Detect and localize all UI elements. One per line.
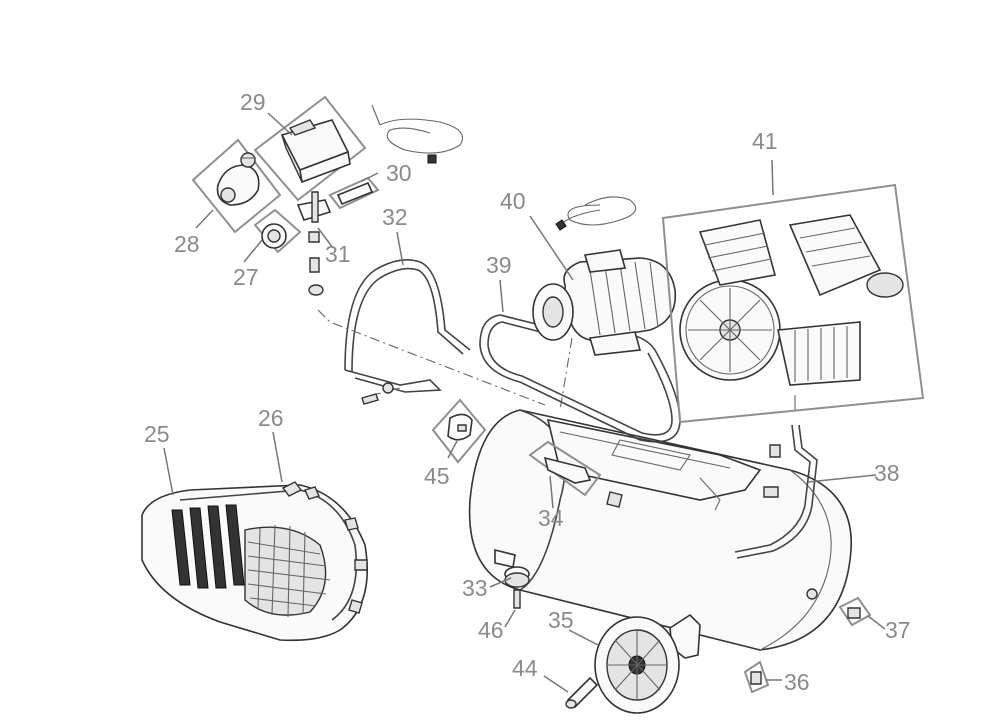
part-number-31: 31 — [325, 241, 351, 267]
part-number-37: 37 — [885, 617, 911, 643]
part-number-36: 36 — [784, 669, 810, 695]
small-parts — [361, 382, 872, 714]
assembly-lines — [317, 309, 573, 411]
belt-guard-25-26 — [141, 481, 368, 642]
part-number-26: 26 — [258, 405, 284, 431]
part-number-30: 30 — [386, 160, 412, 186]
part-number-38: 38 — [874, 460, 900, 486]
part-number-41: 41 — [752, 128, 778, 154]
part-number-46: 46 — [478, 617, 504, 643]
part-number-33: 33 — [462, 575, 488, 601]
pressure-switch-group — [191, 95, 464, 296]
part-number-25: 25 — [144, 421, 170, 447]
part-number-40: 40 — [500, 188, 526, 214]
part-number-29: 29 — [240, 89, 266, 115]
part-number-39: 39 — [486, 252, 512, 278]
part-number-45: 45 — [424, 463, 450, 489]
part-numbers: 25 26 27 28 29 30 31 32 33 34 35 36 37 3… — [144, 89, 911, 695]
pipe-38 — [734, 424, 818, 559]
part-number-27: 27 — [233, 264, 259, 290]
compressor-pump-41 — [661, 183, 925, 424]
handle-32 — [344, 259, 471, 393]
delivery-pipe-39 — [479, 314, 681, 443]
motor-40 — [532, 196, 677, 356]
part-number-35: 35 — [548, 607, 574, 633]
part-number-28: 28 — [174, 231, 200, 257]
part-number-34: 34 — [538, 505, 564, 531]
leader-lines — [163, 112, 886, 693]
part-number-32: 32 — [382, 204, 408, 230]
part-number-44: 44 — [512, 655, 538, 681]
